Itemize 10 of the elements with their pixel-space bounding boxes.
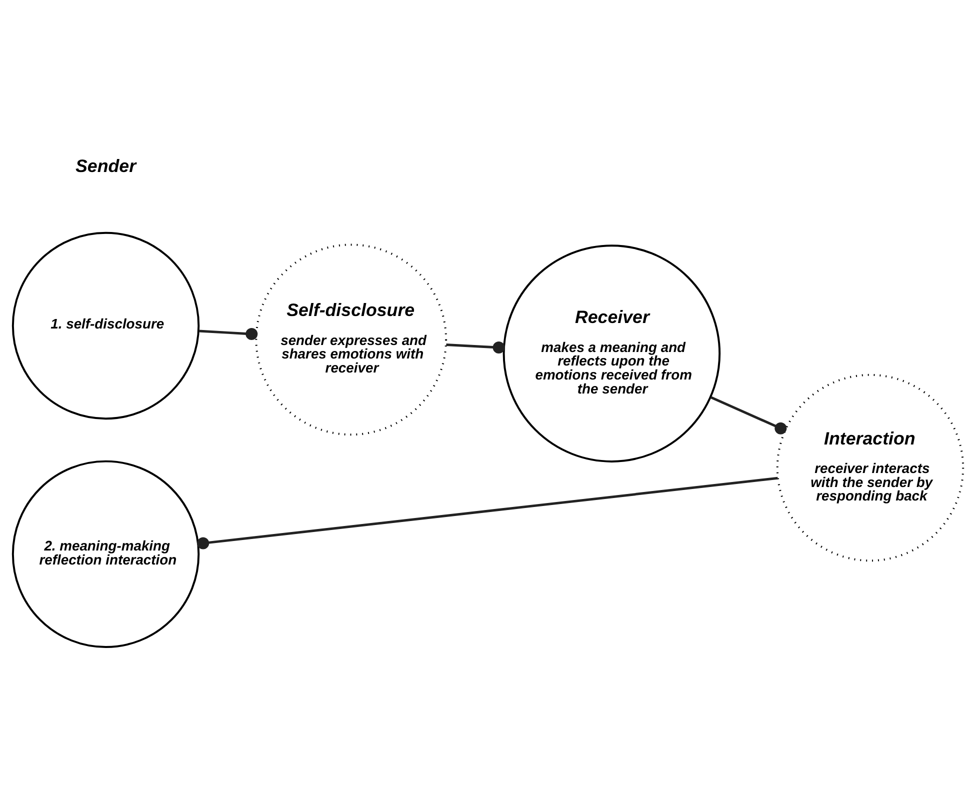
connector: [710, 396, 787, 434]
connector: [198, 328, 258, 340]
node-circle: 2. meaning-making reflection interaction: [12, 460, 200, 648]
connector: [446, 341, 505, 354]
node-circle: Self-disclosure sender expresses and shares emotions with receiver: [255, 243, 448, 436]
label: Sender: [75, 156, 136, 176]
node-circle: 1. self-disclosure: [12, 231, 200, 420]
node-circle: Receiver makes a meaning and reflects upon the emotions received from the sender: [502, 244, 721, 462]
node-circle: Interaction receiver interacts with the sender by responding back: [776, 373, 964, 562]
connector: [197, 476, 778, 549]
